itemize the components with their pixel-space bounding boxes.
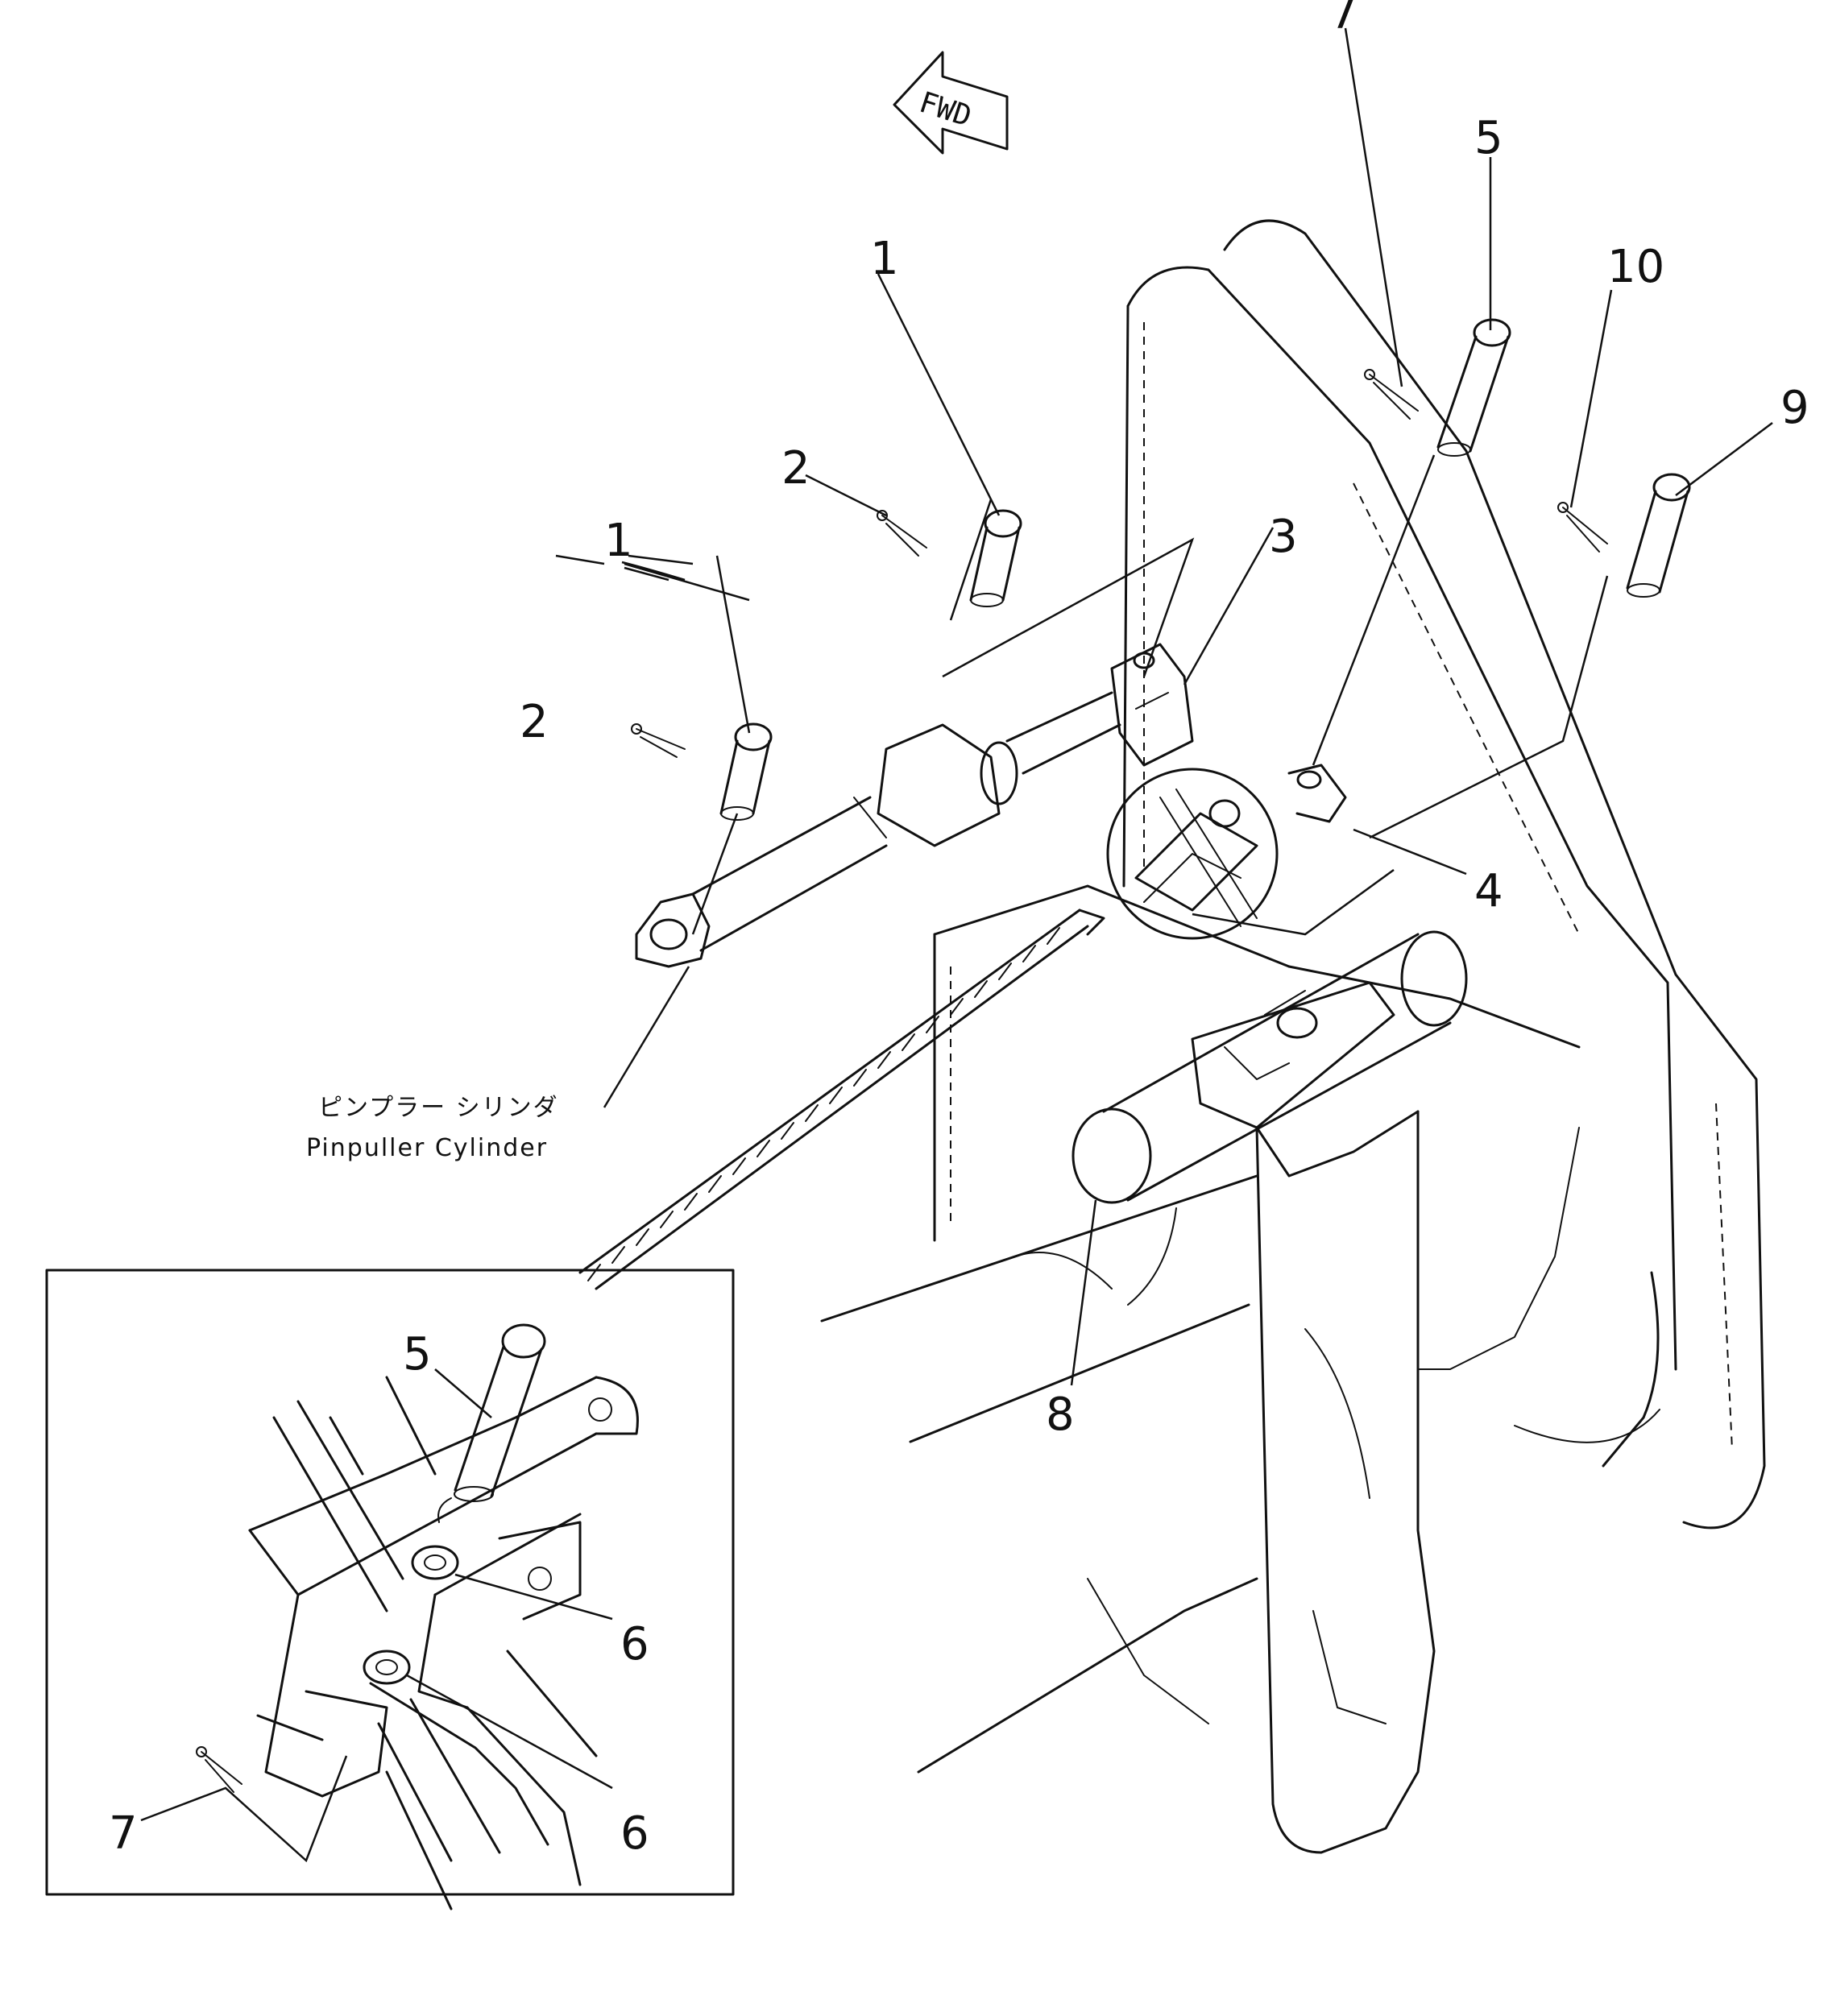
hatched-cable [578, 909, 1105, 1290]
callout-2-left: 2 [520, 696, 549, 748]
callout-5-top: 5 [1474, 112, 1503, 164]
callout-1-left: 1 [604, 515, 633, 567]
callout-7-top: 7 [1329, 0, 1358, 39]
cylinder-caption: ピンプラー シリンダ Pinpuller Cylinder [306, 1094, 559, 1162]
cotter-pin-7-top [1364, 369, 1419, 420]
bracket [1191, 981, 1395, 1129]
pin-9 [1626, 473, 1691, 598]
cotter-pin-10 [1557, 502, 1608, 553]
callout-1-top: 1 [870, 233, 899, 285]
rod-clevis [1110, 643, 1194, 767]
pinpuller-cylinder [635, 691, 1121, 968]
callout-3: 3 [1269, 511, 1298, 563]
boom-plate [1122, 219, 1766, 1530]
callout-5-inset: 5 [403, 1328, 432, 1381]
inset-pin-5 [454, 1323, 546, 1502]
caption-japanese: ピンプラー シリンダ [318, 1094, 559, 1122]
callout-6-upper: 6 [620, 1618, 649, 1670]
pin-1-top [969, 509, 1022, 607]
callout-7-inset: 7 [109, 1807, 138, 1860]
link-plate [1287, 764, 1347, 823]
inset-leaders [140, 1368, 613, 1863]
fwd-arrow-icon: FWD [893, 51, 1009, 155]
caption-english: Pinpuller Cylinder [306, 1134, 548, 1162]
callout-9: 9 [1780, 382, 1809, 434]
inset-detail [45, 1269, 735, 1910]
pin-5-top [1436, 318, 1511, 457]
cotter-pin-2-top [877, 510, 927, 557]
fwd-label: FWD [915, 86, 976, 134]
detail-circle [1106, 768, 1279, 940]
pin-1-left [719, 722, 773, 821]
cotter-pin-2-left [631, 723, 686, 758]
callout-numbers: 1 1 2 2 3 4 5 7 9 10 8 5 6 6 7 [109, 0, 1809, 1860]
shaft [1072, 930, 1468, 1204]
inset-cotter-pin-7 [196, 1746, 242, 1793]
main-body [820, 884, 1660, 1854]
callout-2-top: 2 [781, 442, 810, 495]
callout-leaders [555, 27, 1773, 1386]
callout-8: 8 [1046, 1389, 1075, 1441]
callout-6-lower: 6 [620, 1807, 649, 1860]
callout-10: 10 [1607, 241, 1664, 293]
callout-4: 4 [1474, 865, 1503, 917]
leader-lines [942, 499, 1395, 936]
